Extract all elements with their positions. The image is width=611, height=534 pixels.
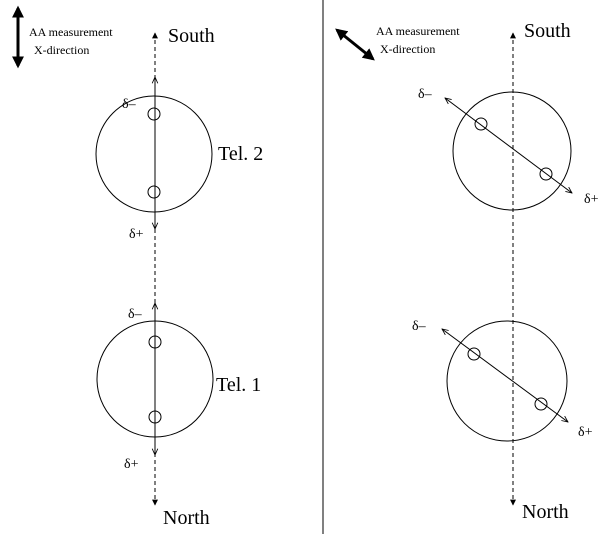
right-lower-delta-plus: δ+ bbox=[578, 425, 593, 440]
right-lower-delta-minus: δ– bbox=[412, 319, 427, 334]
left-tel2-delta-plus: δ+ bbox=[129, 227, 144, 242]
right-legend-line1: AA measurement bbox=[376, 24, 460, 38]
left-tel1-star-bottom bbox=[148, 410, 162, 424]
left-legend-line2: X-direction bbox=[34, 43, 89, 57]
right-upper-star-1 bbox=[474, 117, 488, 131]
right-lower-star-1 bbox=[467, 347, 481, 361]
right-upper-x-arrow bbox=[445, 98, 572, 193]
left-tel1-delta-minus: δ– bbox=[128, 307, 143, 322]
right-upper-circle bbox=[452, 91, 572, 211]
right-lower-star-2 bbox=[534, 397, 548, 411]
left-panel: AA measurement X-direction South North δ… bbox=[11, 5, 263, 529]
right-upper-delta-minus: δ– bbox=[418, 87, 433, 102]
left-tel1-label: Tel. 1 bbox=[216, 374, 261, 396]
left-tel2-label: Tel. 2 bbox=[218, 143, 263, 165]
right-upper-delta-plus: δ+ bbox=[584, 192, 599, 207]
right-lower-x-arrow bbox=[442, 329, 568, 422]
right-telescope-upper: δ– δ+ bbox=[418, 87, 599, 211]
right-upper-star-2 bbox=[539, 167, 553, 181]
right-legend-line2: X-direction bbox=[380, 42, 435, 56]
right-lower-circle bbox=[446, 320, 568, 442]
right-legend: AA measurement X-direction bbox=[335, 24, 460, 61]
left-tel1-delta-plus: δ+ bbox=[124, 457, 139, 472]
left-tel2-circle bbox=[95, 95, 213, 213]
left-north-label: North bbox=[163, 507, 210, 529]
right-legend-arrow bbox=[335, 28, 375, 61]
right-north-label: North bbox=[522, 501, 569, 523]
right-telescope-lower: δ– δ+ bbox=[412, 319, 593, 442]
left-telescope-1: δ– δ+ Tel. 1 bbox=[96, 303, 261, 472]
left-tel2-star-top bbox=[147, 107, 161, 121]
left-tel2-star-bottom bbox=[147, 185, 161, 199]
left-tel2-delta-minus: δ– bbox=[122, 97, 137, 112]
left-south-label: South bbox=[168, 25, 215, 47]
left-tel1-star-top bbox=[148, 335, 162, 349]
left-legend: AA measurement X-direction bbox=[11, 5, 113, 69]
right-south-label: South bbox=[524, 20, 571, 42]
right-panel: AA measurement X-direction South North δ… bbox=[335, 20, 599, 523]
left-telescope-2: δ– δ+ Tel. 2 bbox=[95, 77, 263, 242]
left-legend-line1: AA measurement bbox=[29, 25, 113, 39]
